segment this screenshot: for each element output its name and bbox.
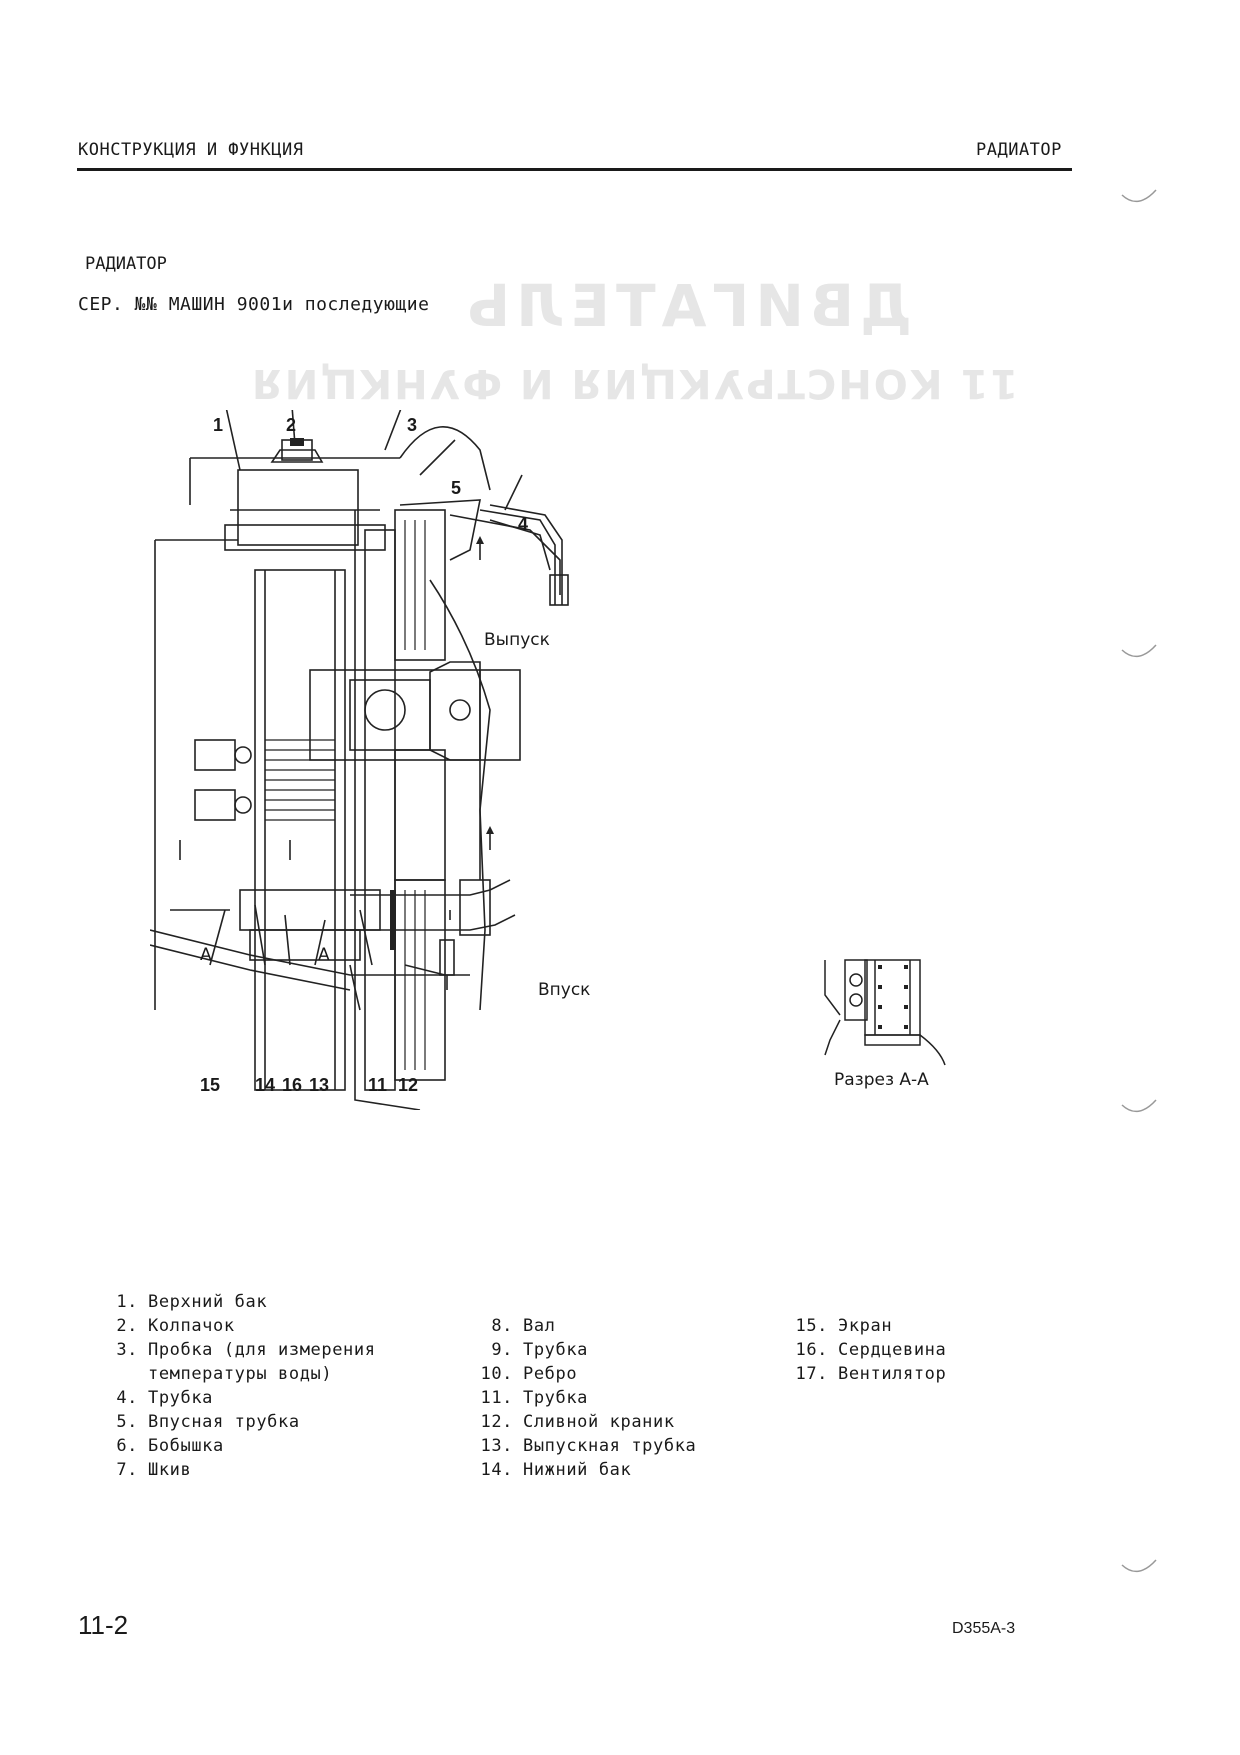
section-marker-left: A [200, 945, 212, 965]
legend-item: 6.Бобышка [116, 1436, 224, 1456]
legend-col-1: 1.Верхний бак 2.Колпачок 3.Пробка (для и… [100, 1290, 376, 1482]
serial-line: СЕР. №№ МАШИН 9001и последующие [78, 294, 430, 315]
page-number: 11-2 [78, 1610, 129, 1640]
legend-item: 3.Пробка (для измерения [116, 1340, 376, 1360]
binder-marks [1121, 189, 1157, 1573]
radiator-diagram [150, 410, 569, 1110]
legend-item: 1.Верхний бак [116, 1292, 268, 1312]
legend-item: 10.Ребро [480, 1364, 578, 1384]
legend-item: 11.Трубка [480, 1388, 589, 1408]
callout-14: 14 [255, 1075, 276, 1095]
ghost-title: ДВИГАТЕЛЬ [460, 272, 912, 340]
legend-item: 13.Выпускная трубка [480, 1436, 697, 1456]
callout-15: 15 [200, 1075, 221, 1095]
legend-item: 15.Экран [795, 1316, 893, 1336]
section-caption: Разрез А-А [834, 1070, 929, 1090]
inlet-label: Впуск [538, 980, 591, 1000]
legend-item: 4.Трубка [116, 1388, 214, 1408]
callout-3: 3 [407, 415, 418, 435]
model-code: D355A-3 [952, 1620, 1016, 1637]
section-aa-diagram [824, 959, 946, 1066]
legend-col-2: 8.Вал 9.Трубка 10.Ребро 11.Трубка 12.Сли… [475, 1314, 696, 1482]
legend-item: 12.Сливной краник [480, 1412, 675, 1432]
section-marker-right: A [318, 945, 330, 965]
legend-item: 17.Вентилятор [795, 1364, 947, 1384]
callout-16: 16 [282, 1075, 303, 1095]
callout-5: 5 [451, 478, 462, 498]
header-rule [77, 168, 1072, 171]
header-left: КОНСТРУКЦИЯ И ФУНКЦИЯ [78, 140, 304, 160]
legend-item: 14.Нижний бак [480, 1460, 632, 1480]
outlet-label: Выпуск [484, 630, 550, 650]
legend-item: 7.Шкив [116, 1460, 192, 1480]
legend-item: 9.Трубка [491, 1340, 589, 1360]
header-right: РАДИАТОР [976, 140, 1062, 160]
legend-item-continuation: температуры воды) [148, 1364, 333, 1384]
callout-2: 2 [286, 415, 297, 435]
legend-item: 2.Колпачок [116, 1316, 235, 1336]
section-title: РАДИАТОР [85, 254, 167, 274]
callout-13: 13 [309, 1075, 330, 1095]
callout-12: 12 [398, 1075, 419, 1095]
callout-4: 4 [518, 514, 529, 534]
legend-item: 5.Впусная трубка [116, 1412, 300, 1432]
legend-item: 16.Сердцевина [795, 1340, 947, 1360]
legend-item: 8.Вал [491, 1316, 556, 1336]
legend-col-3: 15.Экран 16.Сердцевина 17.Вентилятор [790, 1314, 946, 1386]
ghost-subtitle: 11 КОНСТРУКЦИЯ И ФУНКЦИЯ [250, 360, 1019, 406]
callout-11: 11 [368, 1075, 388, 1095]
callout-1: 1 [213, 415, 224, 435]
